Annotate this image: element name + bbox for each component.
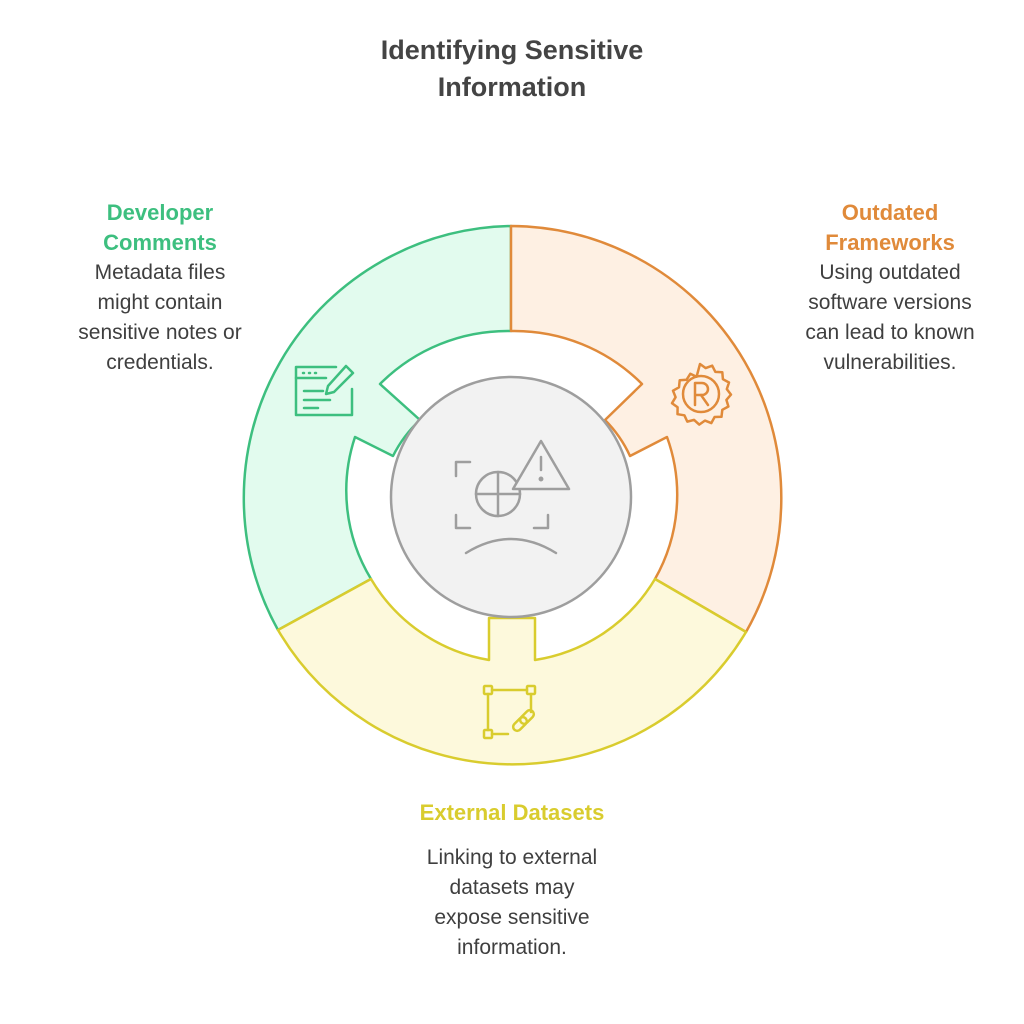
developer-desc-line-3: sensitive notes or (78, 321, 242, 344)
outdated-desc-line-3: can lead to known (805, 321, 975, 344)
outdated-heading-line-1: Outdated (841, 200, 939, 225)
code-edit-icon (294, 364, 355, 417)
external-datasets-description: Linking to external datasets may expose … (362, 843, 662, 963)
linked-nodes-icon (482, 684, 537, 740)
external-desc-line-2: datasets may (449, 876, 575, 899)
external-desc-line-1: Linking to external (426, 846, 598, 869)
outdated-desc-line-4: vulnerabilities. (823, 351, 957, 374)
external-desc-line-4: information. (457, 936, 567, 959)
outdated-frameworks-heading: Outdated Frameworks (760, 198, 1020, 258)
developer-heading-line-2: Comments (103, 230, 217, 255)
external-datasets-segment (276, 577, 748, 766)
outdated-frameworks-description: Using outdated software versions can lea… (760, 258, 1020, 378)
center-circle (389, 375, 633, 619)
developer-comments-heading: Developer Comments (40, 198, 280, 258)
registered-gear-icon (670, 362, 733, 426)
external-desc-line-3: expose sensitive (434, 906, 590, 929)
outdated-desc-line-1: Using outdated (819, 261, 961, 284)
external-heading: External Datasets (419, 800, 605, 825)
diagram-title: Identifying Sensitive Information (262, 32, 762, 106)
developer-desc-line-1: Metadata files (94, 261, 226, 284)
developer-desc-line-4: credentials. (106, 351, 214, 374)
developer-heading-line-1: Developer (106, 200, 214, 225)
external-datasets-heading: External Datasets (312, 798, 712, 828)
title-line-1: Identifying Sensitive (380, 35, 644, 65)
sensitive-data-warning-icon (454, 439, 571, 555)
outdated-desc-line-2: software versions (808, 291, 972, 314)
developer-desc-line-2: might contain (97, 291, 223, 314)
developer-comments-description: Metadata files might contain sensitive n… (20, 258, 300, 378)
outdated-heading-line-2: Frameworks (825, 230, 955, 255)
title-line-2: Information (437, 72, 587, 102)
